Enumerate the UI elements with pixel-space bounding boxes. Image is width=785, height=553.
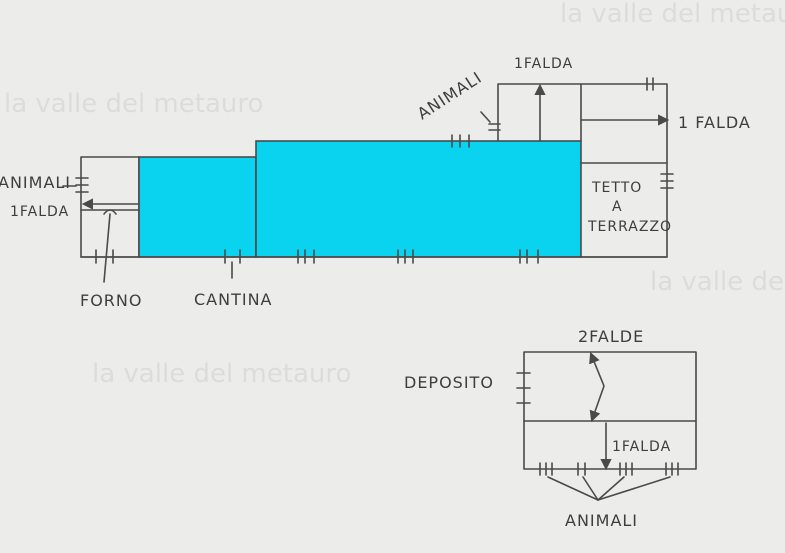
- label-terrazzo: TERRAZZO: [587, 219, 672, 235]
- watermark-2: la valle del metauro: [4, 89, 263, 119]
- label-animali-left: ANIMALI: [0, 173, 71, 192]
- openings-top: [451, 77, 654, 148]
- forno-mark: [103, 209, 117, 215]
- deposito-openings: [516, 372, 679, 476]
- due-falde-arrow: [589, 351, 605, 423]
- label-tetto-a: A: [612, 199, 623, 215]
- label-falda-top: 1FALDA: [514, 56, 573, 72]
- label-falda-dep: 1FALDA: [612, 439, 671, 455]
- leader-lines: [62, 111, 491, 283]
- left-wing-outline: [80, 156, 140, 258]
- label-cantina: CANTINA: [194, 290, 273, 309]
- label-falda-left: 1FALDA: [10, 204, 69, 220]
- label-forno: FORNO: [80, 291, 142, 310]
- label-animali-bottom: ANIMALI: [565, 511, 638, 530]
- watermark-4: la valle del metauro: [92, 359, 351, 389]
- label-animali-top: ANIMALI: [414, 68, 486, 124]
- watermark-1: la valle del metauro: [560, 0, 785, 29]
- label-falda-right: 1 FALDA: [678, 113, 751, 132]
- openings-bottom: [95, 249, 539, 264]
- label-tetto: TETTO: [591, 180, 642, 196]
- openings-side: [75, 123, 674, 193]
- cantina-room: [255, 140, 582, 258]
- watermark-3: la valle del metauro: [650, 267, 785, 297]
- forno-room: [138, 156, 257, 258]
- animali-bottom-leaders: [547, 476, 671, 501]
- label-due-falde: 2FALDE: [578, 327, 644, 346]
- label-deposito: DEPOSITO: [404, 373, 494, 392]
